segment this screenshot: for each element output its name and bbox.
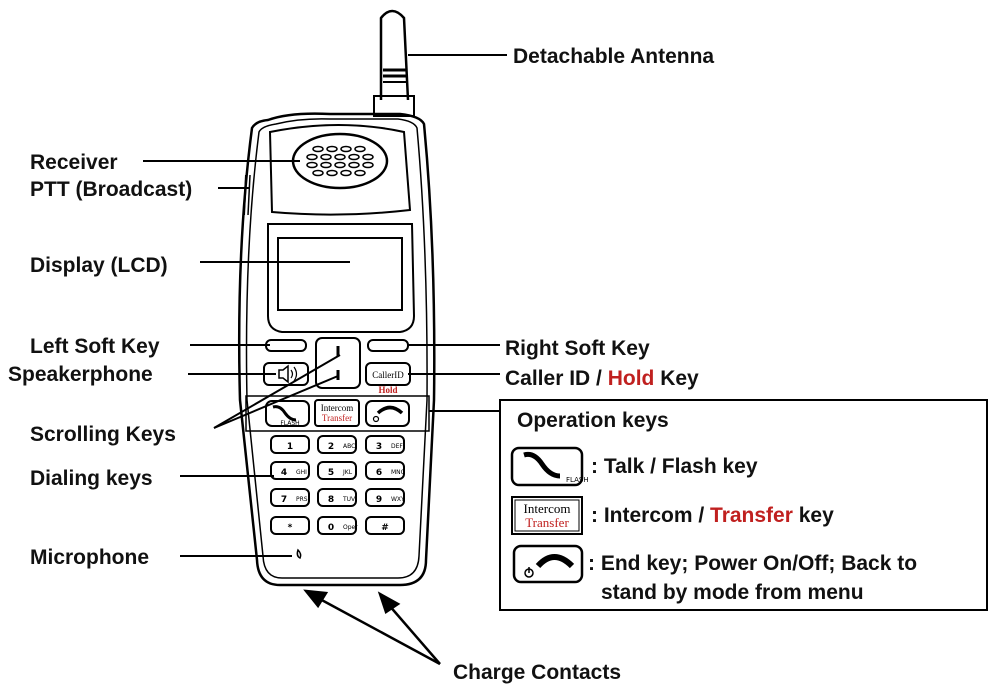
charge-contacts-label: Charge Contacts xyxy=(453,661,621,684)
microphone-label: Microphone xyxy=(30,546,149,569)
receiver-label: Receiver xyxy=(30,151,118,174)
dial-key-7[interactable]: 7 PRS xyxy=(270,488,310,507)
end-key-icon xyxy=(512,544,584,584)
svg-text:FLASH: FLASH xyxy=(566,476,589,484)
end-key-desc-line2: stand by mode from menu xyxy=(601,581,864,604)
dial-key-pound[interactable]: # xyxy=(365,516,405,535)
intercom-transfer-key[interactable] xyxy=(314,399,360,427)
dial-key-digit: 0 xyxy=(328,523,334,533)
speakerphone-label: Speakerphone xyxy=(8,363,153,386)
intercom-transfer-icon: Intercom Transfer xyxy=(511,496,583,535)
dial-key-8[interactable]: 8 TUV xyxy=(317,488,357,507)
operation-keys-legend: Operation keys FLASH : Talk / Flash key … xyxy=(499,399,988,611)
dial-key-6[interactable]: 6 MNO xyxy=(365,461,406,480)
charge-contact-arrows xyxy=(303,589,441,666)
ptt-label: PTT (Broadcast) xyxy=(30,178,192,201)
dial-key-2[interactable]: 2 ABC xyxy=(317,435,357,454)
dial-key-digit: 2 xyxy=(328,442,334,452)
microphone-hole xyxy=(296,548,302,560)
dial-key-5[interactable]: 5 JKL xyxy=(317,461,357,480)
dial-key-9[interactable]: 9 WXY xyxy=(365,488,405,507)
hold-key-label: Hold xyxy=(378,385,397,395)
left-soft-key-label: Left Soft Key xyxy=(30,335,160,358)
dial-key-digit: 3 xyxy=(376,442,382,452)
phone-key-labels: FLASH Intercom Transfer CallerID Hold xyxy=(280,370,404,427)
dial-key-digit: 1 xyxy=(287,442,293,452)
dial-key-1[interactable]: 1 xyxy=(270,435,310,454)
svg-text:Transfer: Transfer xyxy=(525,515,569,530)
end-key[interactable] xyxy=(365,400,410,427)
dial-key-letters: DEF xyxy=(391,443,403,450)
flash-key-label: FLASH xyxy=(280,420,299,427)
svg-text:Intercom: Intercom xyxy=(524,501,571,516)
right-soft-key[interactable] xyxy=(367,339,409,352)
end-key-desc-line1: : End key; Power On/Off; Back to xyxy=(588,552,917,575)
intercom-key-label: Intercom xyxy=(321,403,353,413)
caller-id-hold-key-label: Caller ID / Hold Key xyxy=(505,367,699,390)
dial-key-letters: TUV xyxy=(342,496,356,503)
dial-key-letters: MNO xyxy=(391,469,406,476)
dial-key-digit: 4 xyxy=(281,468,287,478)
talk-flash-desc: : Talk / Flash key xyxy=(591,455,758,478)
left-soft-key[interactable] xyxy=(265,339,307,352)
dial-key-letters: PRS xyxy=(296,496,308,503)
dial-key-0[interactable]: 0 Oper xyxy=(317,516,358,535)
scroll-key[interactable] xyxy=(315,337,361,389)
dial-key-letters: WXY xyxy=(391,496,405,503)
scrolling-keys-label: Scrolling Keys xyxy=(30,423,176,446)
leader-lines xyxy=(143,54,507,557)
dial-key-digit: 7 xyxy=(281,495,287,505)
antenna-label: Detachable Antenna xyxy=(513,45,714,68)
dial-key-letters: Oper xyxy=(343,524,358,531)
dial-key-digit: * xyxy=(288,523,293,533)
dial-key-letters: ABC xyxy=(343,443,355,450)
dial-key-3[interactable]: 3 DEF xyxy=(365,435,405,454)
dial-key-4[interactable]: 4 GHI xyxy=(270,461,310,480)
talk-flash-key[interactable] xyxy=(265,400,310,427)
dial-key-letters: GHI xyxy=(296,469,307,476)
dial-key-digit: # xyxy=(381,523,389,533)
display-lcd xyxy=(277,237,403,311)
talk-flash-icon: FLASH xyxy=(510,446,589,487)
callerid-key-label: CallerID xyxy=(372,370,404,380)
transfer-key-label: Transfer xyxy=(322,413,352,423)
dial-key-star[interactable]: * xyxy=(270,516,310,535)
dial-keypad: 1 2 ABC 3 DEF 4 GHI 5 JKL 6 MNO 7 PRS 8 TUV 9 WXY * 0 Oper # xyxy=(270,435,406,535)
right-soft-key-label: Right Soft Key xyxy=(505,337,650,360)
receiver-grille xyxy=(291,132,389,190)
display-label: Display (LCD) xyxy=(30,254,168,277)
intercom-transfer-desc: : Intercom / Transfer key xyxy=(591,504,834,527)
antenna xyxy=(373,9,415,117)
dialing-keys-label: Dialing keys xyxy=(30,467,153,490)
operation-keys-title: Operation keys xyxy=(517,409,669,432)
dial-key-digit: 8 xyxy=(328,495,334,505)
diagram-labels: Detachable Antenna Receiver PTT (Broadca… xyxy=(8,45,714,684)
dial-key-digit: 6 xyxy=(376,468,382,478)
display-frame xyxy=(267,223,416,333)
dial-key-digit: 9 xyxy=(376,495,382,505)
dial-key-letters: JKL xyxy=(342,469,353,476)
dial-key-digit: 5 xyxy=(328,468,334,478)
